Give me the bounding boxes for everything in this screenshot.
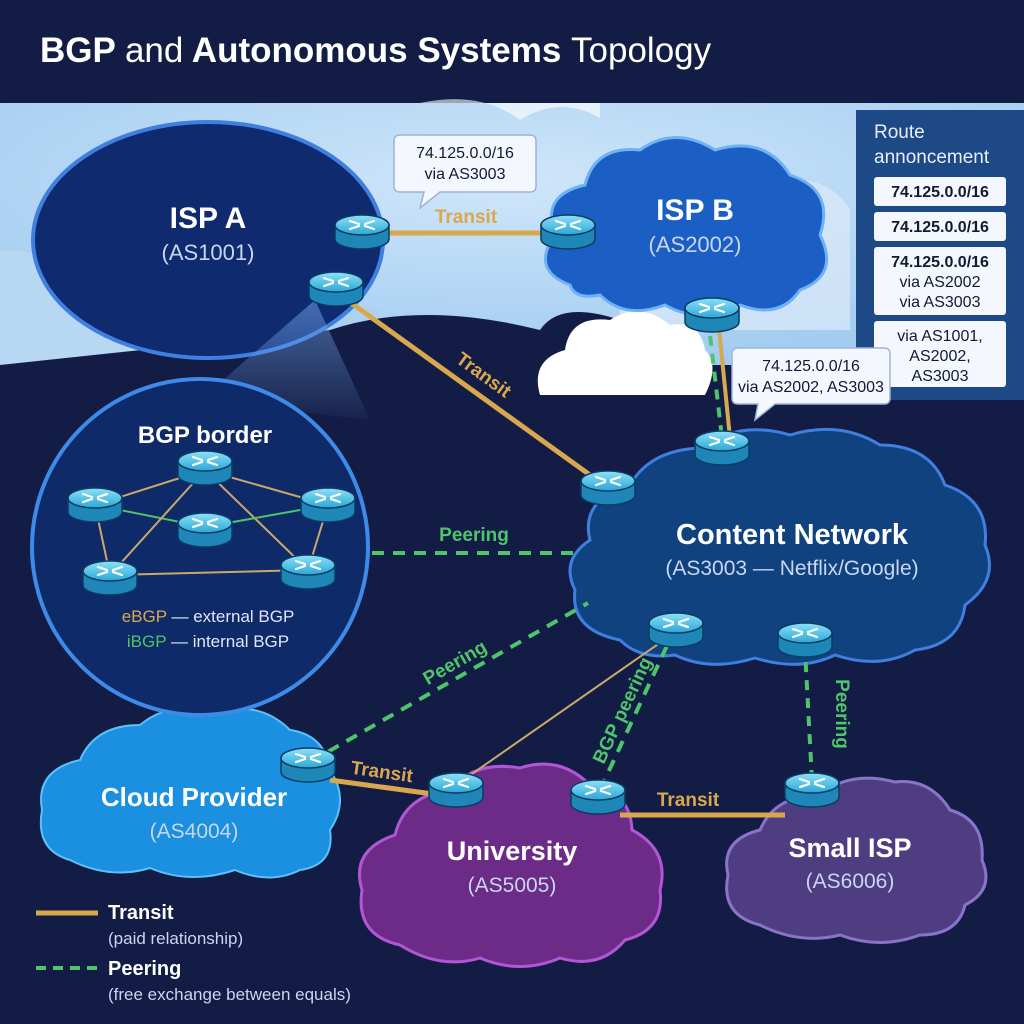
university-asn: (AS5005) xyxy=(468,874,557,897)
router-icon[interactable] xyxy=(300,487,356,523)
peering-link-isp-b-content[interactable] xyxy=(706,317,724,439)
label-transit-university-small-isp: Transit xyxy=(657,790,720,811)
route-bubble-top: 74.125.0.0/16 via AS3003 xyxy=(393,134,537,210)
router-icon[interactable] xyxy=(67,487,123,523)
router-icon[interactable] xyxy=(280,554,336,590)
transit-link-cloud-university[interactable] xyxy=(329,777,441,798)
route-announcement-panel: Route annoncement 74.125.0.0/16 74.125.0.… xyxy=(856,110,1024,400)
content-network-node[interactable]: Content Network (AS3003 — Netflix/Google… xyxy=(568,427,991,666)
peering-link-small-isp-content[interactable] xyxy=(803,649,814,781)
isp-a-asn: (AS1001) xyxy=(162,240,255,265)
peering-link-cloud-content[interactable] xyxy=(309,601,589,764)
router-icon[interactable] xyxy=(177,450,233,486)
router-icon[interactable] xyxy=(777,622,833,658)
bgp-peering-link-university-content-2[interactable] xyxy=(455,639,665,786)
cloud-provider-node[interactable]: Cloud Provider (AS4004) xyxy=(39,707,341,879)
route-entry-box xyxy=(874,247,1006,315)
legend-transit-desc: (paid relationship) xyxy=(108,929,243,948)
label-peering-border-content: Peering xyxy=(439,525,509,546)
isp-b-name: ISP B xyxy=(656,194,734,227)
router-icon[interactable] xyxy=(540,214,596,250)
legend: Transit (paid relationship) Peering (fre… xyxy=(36,902,351,1004)
university-name: University xyxy=(447,836,578,866)
route-bubble-right-line2: via AS2002, AS3003 xyxy=(738,379,884,396)
router-icon[interactable] xyxy=(82,560,138,596)
transit-link-isp-a-content[interactable] xyxy=(334,289,610,491)
router-icon[interactable] xyxy=(684,297,740,333)
router-icon[interactable] xyxy=(334,214,390,250)
cloud-provider-name: Cloud Provider xyxy=(101,782,287,812)
small-isp-node[interactable]: Small ISP (AS6006) xyxy=(725,776,988,944)
content-network-asn: (AS3003 — Netflix/Google) xyxy=(665,557,918,580)
router-icon[interactable] xyxy=(784,772,840,808)
cloud-provider-asn: (AS4004) xyxy=(150,820,239,843)
label-transit-isp-a-isp-b: Transit xyxy=(435,207,498,228)
isp-b-asn: (AS2002) xyxy=(649,232,742,257)
router-icon[interactable] xyxy=(308,271,364,307)
router-icon[interactable] xyxy=(570,779,626,815)
route-entry-line: AS2002, xyxy=(909,348,970,365)
route-bubble-top-line1: 74.125.0.0/16 xyxy=(416,145,514,162)
bgp-border-title: BGP border xyxy=(138,422,272,449)
router-icon[interactable] xyxy=(648,612,704,648)
route-bubble-right: 74.125.0.0/16 via AS2002, AS3003 xyxy=(731,347,891,422)
small-isp-name: Small ISP xyxy=(788,833,911,863)
route-entry-line: via AS3003 xyxy=(900,294,981,311)
router-icon[interactable] xyxy=(280,747,336,783)
page-title: BGP and Autonomous Systems Topology xyxy=(40,31,712,70)
router-icon[interactable] xyxy=(580,470,636,506)
bgp-peering-link-university-content[interactable] xyxy=(598,634,674,791)
route-entry-line: 74.125.0.0/16 xyxy=(891,254,989,271)
ebgp-legend: eBGP — external BGP xyxy=(122,607,295,626)
router-icon[interactable] xyxy=(428,772,484,808)
route-entry-line: via AS2002 xyxy=(900,274,981,291)
legend-transit-name: Transit xyxy=(108,902,174,924)
route-panel-title: Route xyxy=(874,122,925,143)
route-entry-line: AS3003 xyxy=(912,368,969,385)
links xyxy=(309,230,814,818)
legend-peering-desc: (free exchange between equals) xyxy=(108,985,351,1004)
ibgp-legend: iBGP — internal BGP xyxy=(127,632,289,651)
route-entry-line: 74.125.0.0/16 xyxy=(891,219,989,236)
content-network-name: Content Network xyxy=(676,519,909,551)
label-peering-small-isp-content: Peering xyxy=(831,679,852,749)
decorative-cloud xyxy=(537,311,713,395)
small-isp-asn: (AS6006) xyxy=(806,870,895,893)
isp-a-name: ISP A xyxy=(170,202,247,235)
route-bubble-right-line1: 74.125.0.0/16 xyxy=(762,358,860,375)
router-icon[interactable] xyxy=(177,512,233,548)
legend-peering-name: Peering xyxy=(108,958,181,980)
isp-b-node[interactable]: ISP B (AS2002) xyxy=(544,136,829,317)
router-icon[interactable] xyxy=(694,430,750,466)
route-entry-box xyxy=(874,177,1006,206)
route-bubble-top-line2: via AS3003 xyxy=(425,166,506,183)
routers xyxy=(67,214,840,815)
isp-a-node[interactable]: ISP A (AS1001) xyxy=(31,120,385,360)
route-panel-title-2: annoncement xyxy=(874,147,990,168)
transit-link-isp-b-content[interactable] xyxy=(716,317,732,439)
route-entry-line: via AS1001, xyxy=(897,328,982,345)
route-entry-box xyxy=(874,321,1006,387)
route-entry-box xyxy=(874,212,1006,241)
route-entry-line: 74.125.0.0/16 xyxy=(891,184,989,201)
